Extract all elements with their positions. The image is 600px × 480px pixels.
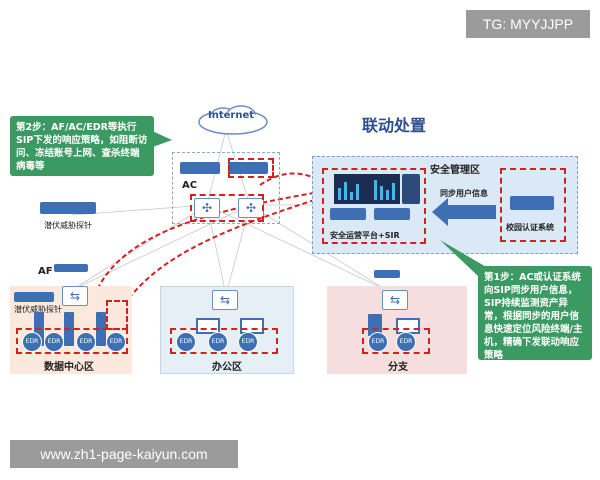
ac-label: AC [182, 180, 198, 191]
dc-switch-icon: ⇆ [62, 286, 88, 306]
af-device-icon [54, 264, 88, 272]
branch-label: 分支 [388, 362, 408, 373]
edr-agent-icon: EDR [44, 332, 64, 352]
platform-highlight [322, 168, 426, 244]
cloud-icon [198, 105, 268, 135]
management-zone-label: 安全管理区 [430, 165, 480, 176]
callout-pointer [150, 130, 172, 148]
datacenter-label: 数据中心区 [44, 362, 94, 373]
edr-agent-icon: EDR [238, 332, 258, 352]
diagram-title: 联动处置 [362, 116, 427, 135]
edr-agent-icon: EDR [22, 332, 42, 352]
sir-server-icon [374, 208, 410, 220]
office-switch-icon: ⇆ [212, 290, 238, 310]
callout-pointer [440, 240, 488, 276]
monitor-panel [402, 174, 420, 204]
platform-label: 安全运营平台+SIR [330, 231, 400, 240]
af-label: AF [38, 266, 53, 277]
campus-auth-highlight [500, 168, 566, 242]
campus-auth-label: 校园认证系统 [506, 223, 554, 232]
office-label: 办公区 [212, 362, 242, 373]
branch-edr-highlight [362, 328, 430, 354]
tg-badge: TG: MYYJJPP [466, 10, 590, 38]
edr-agent-icon: EDR [208, 332, 228, 352]
branch-switch-icon: ⇆ [382, 290, 408, 310]
internet-label: Internet [208, 110, 255, 121]
ac-response-highlight [228, 158, 274, 178]
office-edr-highlight [170, 328, 278, 354]
core-switch-icon: ✣ [238, 198, 264, 218]
core-area [172, 152, 280, 224]
site-watermark: www.zh1-page-kaiyun.com [10, 440, 238, 468]
core-switch-icon: ✣ [194, 198, 220, 218]
sync-label: 同步用户信息 [440, 189, 488, 198]
edr-agent-icon: EDR [76, 332, 96, 352]
step2-callout: 第2步：AF/AC/EDR等执行SIP下发的响应策略，如阻断访问、冻结账号上网、… [10, 116, 154, 176]
ac-device-icon [180, 162, 220, 174]
edr-agent-icon: EDR [106, 332, 126, 352]
auth-server-icon [510, 196, 554, 210]
probe-device-dc-icon [14, 292, 54, 302]
branch-server-icon [368, 314, 382, 336]
probe-label-dc: 潜伏威胁探针 [14, 305, 62, 314]
branch-af-icon [374, 270, 400, 278]
sync-arrow-icon [432, 198, 496, 226]
step1-callout: 第1步：AC或认证系统向SIP同步用户信息，SIP持续监测资产异常，根据同步的用… [478, 266, 592, 361]
dashboard-screen [334, 174, 400, 204]
edr-agent-icon: EDR [368, 332, 388, 352]
desktop-icon [196, 318, 220, 334]
router-device-icon [228, 162, 268, 174]
probe-label-top: 潜伏威胁探针 [44, 221, 92, 230]
sip-server-icon [330, 208, 366, 220]
dc-edr-highlight [16, 328, 128, 354]
switch-response-highlight [190, 194, 264, 222]
edr-agent-icon: EDR [176, 332, 196, 352]
af-highlight [106, 300, 128, 330]
probe-device-icon [40, 202, 96, 214]
edr-agent-icon: EDR [396, 332, 416, 352]
